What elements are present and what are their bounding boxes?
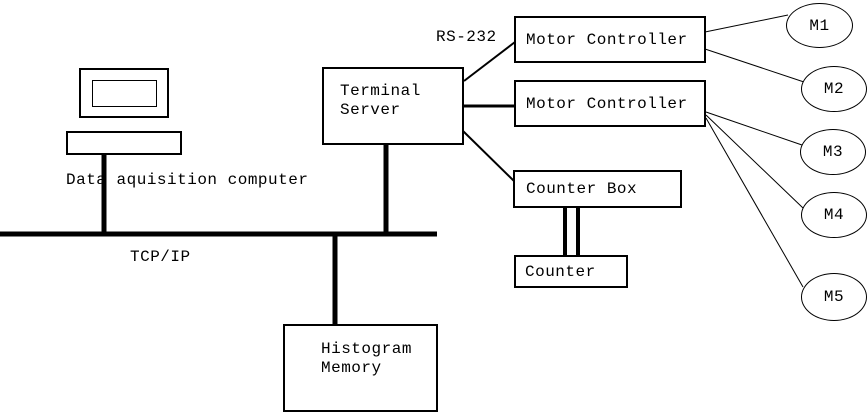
motor-m2-label: M2 xyxy=(823,80,845,98)
terminal-server-mc1-link xyxy=(463,41,516,82)
motor-m3-label: M3 xyxy=(822,143,844,161)
terminal-server-box: Terminal Server xyxy=(322,67,464,145)
motor-m4-label: M4 xyxy=(823,206,845,224)
motor-controller-1-label: Motor Controller xyxy=(526,30,688,49)
counter-label: Counter xyxy=(525,262,596,281)
computer-screen xyxy=(92,80,157,107)
histogram-memory-label-line2: Memory xyxy=(321,359,382,377)
motor-controller-2-box: Motor Controller xyxy=(514,80,706,127)
computer-label: Data aquisition computer xyxy=(66,171,309,189)
counter-box-label: Counter Box xyxy=(526,180,638,198)
histogram-memory-box: Histogram Memory xyxy=(283,324,438,412)
counter-box: Counter xyxy=(514,255,628,288)
computer-keyboard-icon xyxy=(66,131,182,155)
motor-m1-label: M1 xyxy=(809,16,830,35)
mc2-m3-link xyxy=(705,111,803,146)
motor-controller-2-label: Motor Controller xyxy=(526,94,688,113)
motor-node-m5: M5 xyxy=(801,273,867,321)
mc1-m2-link xyxy=(704,48,805,83)
terminal-server-label-line2: Server xyxy=(340,101,401,119)
motor-node-m4: M4 xyxy=(801,192,867,238)
rs-232-label: RS-232 xyxy=(436,28,497,46)
mc1-m1-link xyxy=(704,14,789,33)
terminal-server-label-line1: Terminal xyxy=(340,82,421,100)
motor-m5-label: M5 xyxy=(823,288,845,306)
counter-box-box: Counter Box xyxy=(513,170,682,208)
tcp-ip-bus-label: TCP/IP xyxy=(130,248,191,266)
motor-node-m3: M3 xyxy=(800,129,866,175)
mc2-m4-link xyxy=(705,114,804,209)
motor-node-m1: M1 xyxy=(786,3,853,48)
histogram-memory-label-line1: Histogram xyxy=(321,340,412,358)
motor-controller-1-box: Motor Controller xyxy=(514,16,706,63)
terminal-server-counterbox-link xyxy=(462,130,516,183)
motor-node-m2: M2 xyxy=(801,66,867,112)
mc2-m5-link xyxy=(705,117,804,288)
